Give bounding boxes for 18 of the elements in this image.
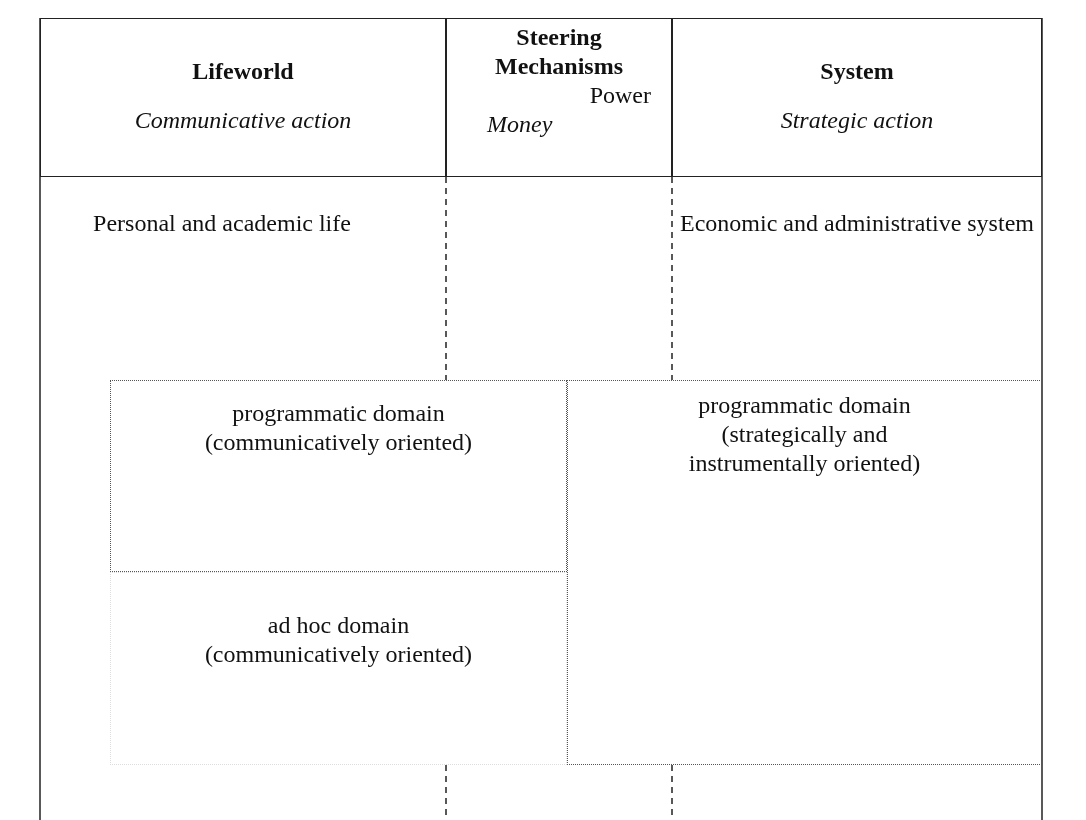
action-text: Communicative action (134, 106, 352, 135)
column-header (446, 18, 672, 177)
header-title: System (820, 57, 894, 86)
domain-box (567, 380, 1042, 765)
domain-text: ad hoc domain (communicatively oriented) (203, 611, 474, 669)
mechanism-text: Money (487, 110, 553, 139)
header-title: Lifeworld (192, 57, 294, 86)
column-header (40, 18, 446, 177)
mechanism-text: Power (589, 81, 651, 110)
action-text: Strategic action (780, 106, 934, 135)
domain-text: programmatic domain (communicatively oriented) (203, 399, 474, 457)
domain-box (110, 380, 567, 572)
column-header (672, 18, 1042, 177)
region-label: Economic and administrative system (679, 209, 1035, 238)
domain-box (110, 572, 567, 765)
domain-text: programmatic domain (strategically and instrumentally oriented) (687, 391, 922, 478)
header-title: Steering Mechanisms (494, 23, 624, 81)
region-label: Personal and academic life (92, 209, 352, 238)
